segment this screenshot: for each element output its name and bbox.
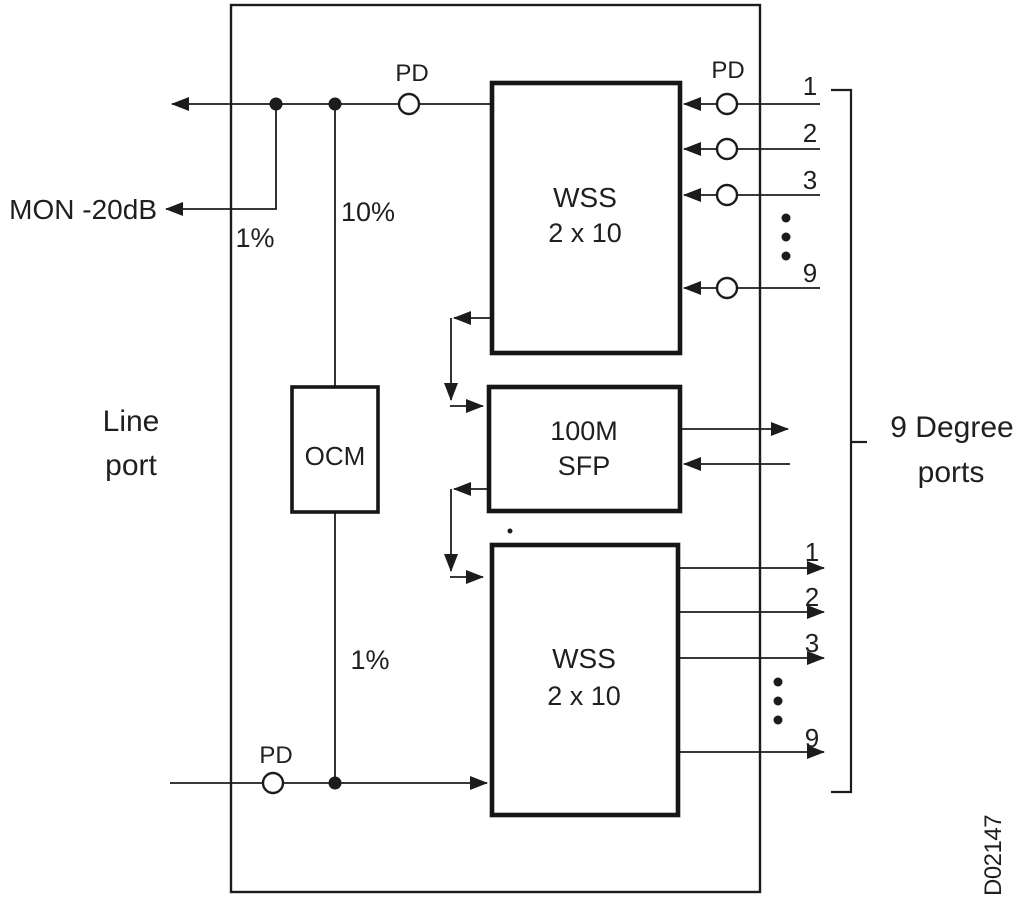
pd-label-add-ports: PD: [711, 57, 744, 84]
add-port-number-1: 1: [803, 71, 817, 101]
drop-port-number-9: 9: [805, 723, 819, 753]
sfp-label-line1: 100M: [550, 416, 618, 446]
drop-port-number-3: 3: [805, 628, 819, 658]
wss-bottom-label-line1: WSS: [552, 643, 616, 674]
junction-dot-mon-tap: [269, 97, 283, 111]
ellipsis-dot: [773, 677, 783, 687]
add-port-number-3: 3: [803, 165, 817, 195]
drop-ports-ellipsis: [773, 677, 783, 725]
add-ports-ellipsis: [781, 213, 791, 261]
ellipsis-dot: [781, 232, 791, 242]
stray-period-dot: [507, 528, 513, 534]
pd-label-egress: PD: [395, 60, 428, 87]
wss-bottom-block: [489, 542, 681, 818]
ellipsis-dot: [773, 715, 783, 725]
wss-top-block: [489, 80, 683, 356]
tap-1pct-bottom-label: 1%: [350, 645, 389, 675]
junction-dot-10pct-tap: [328, 97, 342, 111]
drawing-number: D02147: [980, 815, 1007, 896]
drop-port-number-1: 1: [805, 537, 819, 567]
sfp-label-line2: SFP: [558, 451, 611, 481]
pd-circle-ingress: [261, 771, 285, 795]
pd-circle-add-port-1: [715, 92, 739, 116]
mon-tap-line: [165, 104, 277, 216]
line-port-label-line2: port: [105, 449, 157, 482]
degree-ports-label-line2: ports: [918, 456, 985, 489]
pd-circle-add-port-2: [715, 137, 739, 161]
wss-bottom-label-line2: 2 x 10: [547, 681, 621, 711]
drop-port-number-2: 2: [805, 582, 819, 612]
line-port-label-line1: Line: [103, 405, 160, 438]
junction-dot-1pct-tap: [328, 776, 342, 790]
wss-top-label-line2: 2 x 10: [548, 218, 622, 248]
ocm-label: OCM: [305, 441, 366, 471]
wss-top-label-line1: WSS: [553, 182, 617, 213]
pd-circle-add-port-9: [715, 276, 739, 300]
add-port-number-2: 2: [803, 118, 817, 148]
ellipsis-dot: [781, 213, 791, 223]
degree-ports-label-line1: 9 Degree: [890, 411, 1013, 444]
tap-1pct-top-label: 1%: [235, 223, 274, 253]
ellipsis-dot: [781, 251, 791, 261]
add-port-number-9: 9: [803, 258, 817, 288]
pd-circle-egress: [397, 92, 421, 116]
pd-label-ingress: PD: [259, 742, 292, 769]
tap-10pct-label: 10%: [341, 197, 395, 227]
degree-ports-bracket: [831, 88, 853, 794]
pd-circle-add-port-3: [715, 183, 739, 207]
mon-label: MON -20dB: [9, 194, 157, 225]
ellipsis-dot: [773, 696, 783, 706]
enclosure-box: [229, 3, 762, 894]
sfp-block: [486, 384, 683, 514]
ocm-block: [290, 385, 380, 514]
